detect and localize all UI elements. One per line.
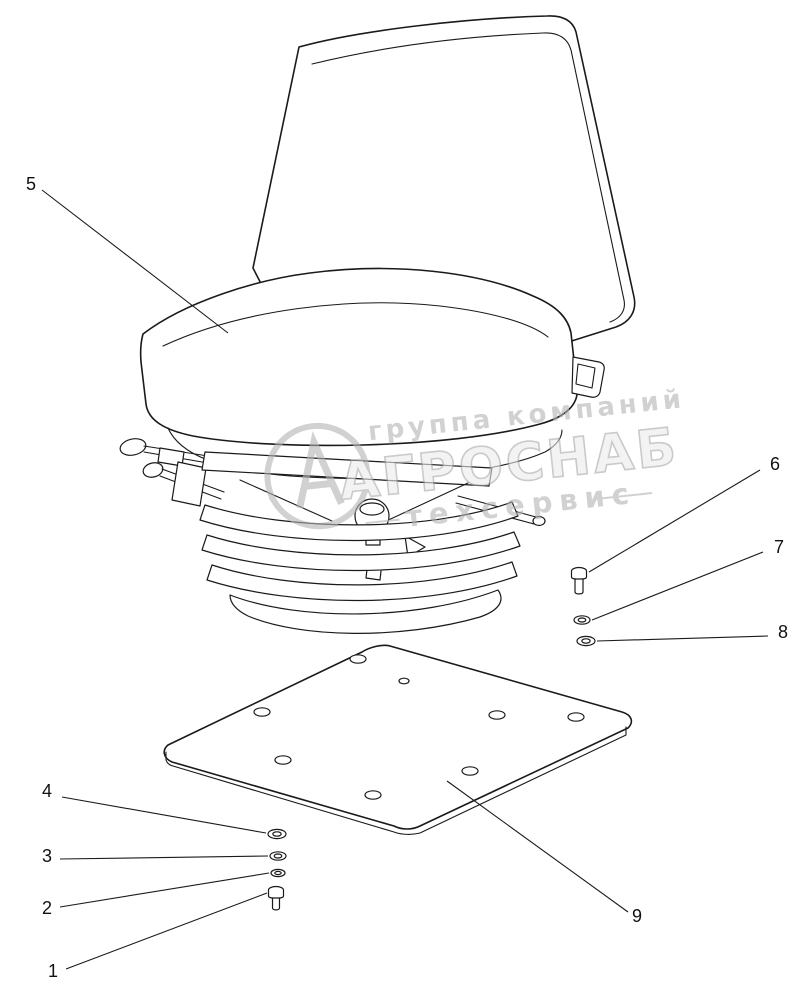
leader-3	[59, 855, 269, 860]
callout-number-6: 6	[770, 454, 780, 474]
suspension-assembly	[119, 438, 546, 634]
callout-number-8: 8	[778, 622, 788, 642]
flat-washer-item-8	[576, 635, 596, 647]
leader-6	[588, 469, 761, 573]
plate-hole	[461, 766, 479, 776]
callout-number-9: 9	[632, 906, 642, 926]
scissor-arms	[239, 479, 469, 524]
callout-number-3: 3	[42, 846, 52, 866]
plate-hole	[274, 755, 292, 765]
plate-hole	[253, 707, 271, 717]
plate-hole	[364, 790, 382, 800]
plate-hole	[398, 677, 410, 685]
leader-2	[59, 872, 270, 908]
leader-7	[591, 551, 764, 621]
callout-number-2: 2	[42, 898, 52, 918]
leader-5	[41, 189, 229, 334]
callout-number-1: 1	[48, 961, 58, 981]
leader-lines	[41, 189, 769, 970]
flat-washer-item-4	[267, 828, 287, 840]
adjustment-lever-upper	[119, 438, 209, 467]
callout-numbers: 5 6 7 8 9 4 3 2 1	[26, 174, 788, 981]
suspension-top-rail	[201, 451, 493, 487]
base-plate	[163, 644, 633, 835]
callout-number-4: 4	[42, 781, 52, 801]
plate-hole	[488, 710, 506, 720]
bolt-item-1	[267, 885, 285, 911]
watermark-logo-icon	[264, 422, 371, 530]
watermark-divider-right	[594, 492, 653, 501]
leader-1	[65, 892, 268, 970]
watermark-divider-left	[365, 518, 400, 525]
leader-4	[61, 796, 267, 834]
watermark: группа компаний АГРОСНАБ техсервис	[264, 384, 686, 534]
spring-washer-item-7	[573, 615, 591, 625]
bolt-item-6	[570, 566, 588, 595]
suspension-left-bracket	[171, 461, 207, 507]
callout-number-5: 5	[26, 174, 36, 194]
spring-washer-item-3	[269, 851, 287, 861]
plate-hole	[349, 654, 367, 664]
leader-9	[446, 780, 629, 913]
plate-hole	[567, 712, 585, 722]
washer-item-2	[270, 868, 286, 878]
callout-number-7: 7	[774, 537, 784, 557]
leader-8	[596, 635, 769, 642]
suspension-lower-pan	[229, 589, 502, 634]
recliner-bracket	[571, 356, 605, 398]
